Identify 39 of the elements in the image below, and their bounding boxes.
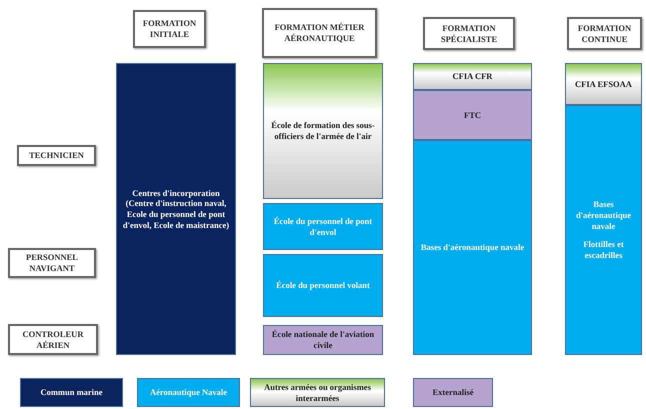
block-text: Bases d'aéronautique navale [420, 242, 524, 253]
block-text: École du personnel volant [276, 280, 370, 291]
legend-label: Autres armées ou organismes interarmées [263, 382, 372, 403]
row-header [8, 324, 98, 355]
school-block [413, 63, 532, 90]
column-header [423, 17, 515, 50]
block-text: École nationale de l'aviation civile [270, 329, 376, 351]
column-header [567, 17, 642, 50]
legend-label: Commun marine [40, 387, 103, 398]
school-block [413, 140, 532, 355]
column-header [262, 8, 377, 58]
header-text: FORMATION SPÉCIALISTE [440, 22, 498, 44]
school-block [565, 105, 642, 355]
header-text: FORMATION INITIALE [142, 18, 198, 40]
column-header [133, 10, 206, 48]
school-block [263, 63, 383, 199]
header-text: TECHNICIEN [29, 150, 84, 161]
row-header [8, 248, 96, 278]
legend-label: Externalisé [432, 387, 474, 398]
block-text: École de formation des sous-officiers de l'armée de l'air [270, 120, 376, 142]
block-text: CFIA EFSOAA [575, 78, 632, 90]
school-block [263, 203, 383, 250]
row-header [17, 145, 96, 166]
block-text: Flottilles et escadrilles [582, 239, 625, 261]
header-text: FORMATION MÉTIER AÉRONAUTIQUE [274, 22, 366, 44]
header-text: PERSONNEL NAVIGANT [25, 252, 79, 274]
school-block [565, 63, 642, 105]
block-text: École du personnel de pont d'envol [272, 216, 374, 238]
school-block [413, 90, 532, 140]
header-text: CONTROLEUR AÉRIEN [22, 328, 84, 350]
school-block [116, 63, 236, 355]
block-text: Bases d'aéronautique navale [574, 199, 632, 232]
block-text: Centres d'incorporation (Centre d'instruction naval, Ecole du personnel de pont d'envol, Ecole de maistrance) [122, 188, 230, 230]
header-text: FORMATION CONTINUE [576, 22, 632, 44]
school-block [263, 254, 383, 317]
block-text: FTC [464, 110, 481, 120]
block-text: CFIA CFR [452, 71, 492, 82]
school-block [263, 325, 383, 355]
legend-label: Aéronautique Navale [150, 387, 228, 398]
